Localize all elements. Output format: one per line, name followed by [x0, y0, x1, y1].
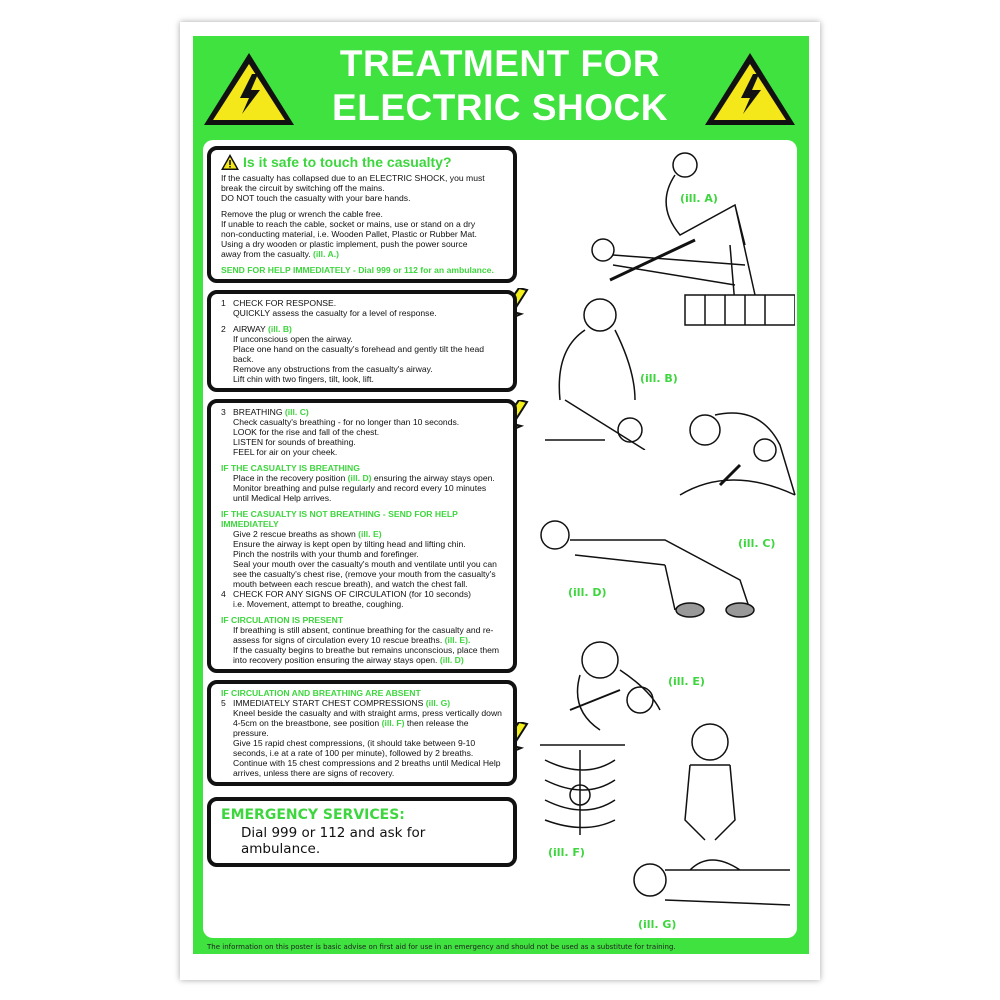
illustration-e-rescue-breaths — [569, 641, 661, 731]
text-line: Give 2 rescue breaths as shown — [233, 529, 356, 539]
text-line: Remove the plug or wrench the cable free… — [221, 209, 383, 219]
ill-f-label: (ill. F) — [548, 846, 585, 859]
compressions-box: IF CIRCULATION AND BREATHING ARE ABSENT … — [207, 680, 517, 786]
text-line: LISTEN for sounds of breathing. — [233, 437, 356, 447]
ill-reference: (ill. B) — [268, 324, 292, 334]
text-line: Place one hand on the casualty's forehea… — [233, 344, 485, 364]
emergency-title: EMERGENCY SERVICES: — [221, 807, 405, 823]
emergency-services-box: EMERGENCY SERVICES: Dial 999 or 112 and … — [207, 797, 517, 867]
text-line: LOOK for the rise and fall of the chest. — [233, 427, 380, 437]
ill-reference: (ill. E). — [444, 635, 471, 645]
text-line: If breathing is still absent, continue b… — [233, 625, 494, 645]
text-line: QUICKLY assess the casualty for a level … — [233, 308, 437, 318]
step-number: 4 — [221, 589, 226, 599]
text-line: Lift chin with two fingers, tilt, look, … — [233, 374, 374, 384]
illustration-b-airway — [545, 298, 646, 450]
safety-check-box: Is it safe to touch the casualty? If the… — [207, 146, 517, 283]
step-title: AIRWAY — [233, 324, 266, 334]
title-line-2: ELECTRIC SHOCK — [332, 87, 668, 128]
text-line: Give 15 rapid chest compressions, (it sh… — [233, 738, 476, 758]
step-number: 2 — [221, 324, 226, 334]
ill-a-label: (ill. A) — [680, 192, 718, 205]
step-number: 1 — [221, 298, 226, 308]
text-line: Remove any obstructions from the casualt… — [233, 364, 433, 374]
illustration-g-chest-compressions — [633, 723, 791, 906]
ill-reference: (ill. G) — [425, 698, 451, 708]
breathing-box: 3 BREATHING (ill. C) Check casualty's bre… — [207, 399, 517, 673]
step-title: BREATHING — [233, 407, 283, 417]
text-line: Continue with 15 chest compressions and … — [233, 758, 501, 778]
text-line: ensuring the airway stays open. — [373, 473, 495, 483]
ill-reference: (ill. E) — [358, 529, 382, 539]
illustration-d-recovery-position — [540, 520, 755, 618]
text-line: If unable to reach the cable, socket or … — [221, 219, 476, 229]
ill-reference: (ill. D) — [347, 473, 372, 483]
ill-b-label: (ill. B) — [640, 372, 678, 385]
text-line: Seal your mouth over the casualty's mout… — [233, 559, 497, 589]
text-line: Place in the recovery position — [233, 473, 346, 483]
safety-heading: Is it safe to touch the casualty? — [221, 154, 503, 170]
step-title: CHECK FOR RESPONSE. — [233, 298, 337, 308]
ill-d-label: (ill. D) — [568, 586, 607, 599]
text-line: Check casualty's breathing - for no long… — [233, 417, 460, 427]
text-line: i.e. Movement, attempt to breathe, cough… — [233, 599, 404, 609]
ill-reference: (ill. C) — [284, 407, 309, 417]
heading-text: Is it safe to touch the casualty? — [243, 154, 452, 170]
text-line: Pinch the nostrils with your thumb and f… — [233, 549, 419, 559]
text-line: If the casualty has collapsed due to an … — [221, 173, 485, 183]
illustration-f-compression-position — [540, 744, 625, 835]
text-line: break the circuit by switching off the m… — [221, 183, 385, 193]
text-line: away from the casualty. — [221, 249, 311, 259]
section-heading: IF THE CASUALTY IS NOT BREATHING - SEND … — [221, 509, 458, 529]
illustration-c-breathing-check — [679, 412, 796, 496]
section-heading: IF CIRCULATION AND BREATHING ARE ABSENT — [221, 688, 421, 698]
ill-reference: (ill. A.) — [313, 249, 339, 259]
text-line: then release the pressure. — [233, 718, 469, 738]
step-title: IMMEDIATELY START CHEST COMPRESSIONS — [233, 698, 424, 708]
ill-c-label: (ill. C) — [738, 537, 776, 550]
high-voltage-warning-icon — [705, 53, 795, 125]
high-voltage-warning-icon — [204, 53, 294, 125]
text-line: If unconscious open the airway. — [233, 334, 353, 344]
poster-title: TREATMENT FOR ELECTRIC SHOCK — [300, 42, 700, 130]
text-line: FEEL for air on your cheek. — [233, 447, 338, 457]
text-line: If the casualty begins to breathe but re… — [233, 645, 500, 665]
ill-e-label: (ill. E) — [668, 675, 705, 688]
ill-reference: (ill. F) — [381, 718, 405, 728]
section-heading: IF THE CASUALTY IS BREATHING — [221, 463, 360, 473]
step-number: 3 — [221, 407, 226, 417]
emergency-text: Dial 999 or 112 and ask for ambulance. — [241, 825, 426, 857]
title-line-1: TREATMENT FOR — [339, 43, 661, 84]
text-line: DO NOT touch the casualty with your bare… — [221, 193, 411, 203]
step-title: CHECK FOR ANY SIGNS OF CIRCULATION (for … — [233, 589, 471, 599]
illustration-a-rescuer-pushing-cable — [591, 152, 795, 326]
step-number: 5 — [221, 698, 226, 708]
text-line: Ensure the airway is kept open by tiltin… — [233, 539, 466, 549]
text-line: Kneel beside the casualty and with strai… — [233, 708, 502, 728]
ill-reference: (ill. D) — [439, 655, 464, 665]
ill-g-label: (ill. G) — [638, 918, 677, 931]
text-line: Using a dry wooden or plastic implement,… — [221, 239, 468, 249]
response-airway-box: 1 CHECK FOR RESPONSE. QUICKLY assess the … — [207, 290, 517, 392]
section-heading: IF CIRCULATION IS PRESENT — [221, 615, 344, 625]
text-line: non-conducting material, i.e. Wooden Pal… — [221, 229, 477, 239]
instructions-column: Is it safe to touch the casualty? If the… — [207, 146, 801, 954]
text-line: Monitor breathing and pulse regularly an… — [233, 483, 487, 503]
disclaimer-footer: The information on this poster is basic … — [207, 943, 676, 951]
send-for-help-text: SEND FOR HELP IMMEDIATELY - Dial 999 or … — [221, 265, 494, 275]
warning-icon — [221, 154, 239, 170]
